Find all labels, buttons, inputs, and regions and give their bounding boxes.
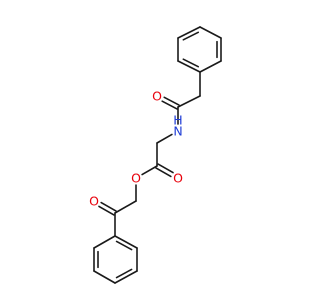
bond-bot_c4-bot_c5-b [115,268,133,279]
atom-label-o-ester-dbl: O [173,171,183,186]
bond-c_ester-o_ester_dbl-a [155,167,172,178]
bond-c_ketone-o_ketone-b [98,205,115,216]
bond-bot_c3-bot_c4 [93,270,116,284]
bond-c_amide-o_amide-b [161,100,178,110]
atom-label-h-amide: H [173,113,182,128]
bond-c_ester-o_ester_dbl-b [157,163,174,174]
bond-bot_c1-bot_c2 [93,235,116,249]
bond-top_c6-top_c1 [199,26,222,39]
bond-top_c3-top_c4-a [177,60,201,73]
atom-label-n-amide: N [173,124,182,139]
bond-ch2_benzyl-c_amide [177,95,201,108]
bond-n_amide-ch2_gly [156,133,173,144]
bonds-layer [93,26,222,284]
bond-top_c4-top_c5 [199,60,222,73]
atom-label-o-amide: O [152,89,162,104]
bond-ch2_link-c_ketone [114,200,137,214]
bond-bot_c6-bot_c1-a [114,235,138,249]
bond-c_ester-o_ester [141,165,158,176]
bond-c_ketone-o_ketone-a [100,201,117,212]
atom-label-o-ester: O [131,171,141,186]
bond-bot_c6-bot_c1-b [115,240,133,251]
bond-c_amide-o_amide-a [163,96,180,106]
atom-label-o-ketone: O [89,194,99,209]
bond-top_c1-top_c2-b [182,31,200,41]
bond-top_c1-top_c2-a [177,26,201,39]
bond-bot_c4-bot_c5-a [114,270,138,284]
bond-top_c3-top_c4-b [182,58,200,68]
